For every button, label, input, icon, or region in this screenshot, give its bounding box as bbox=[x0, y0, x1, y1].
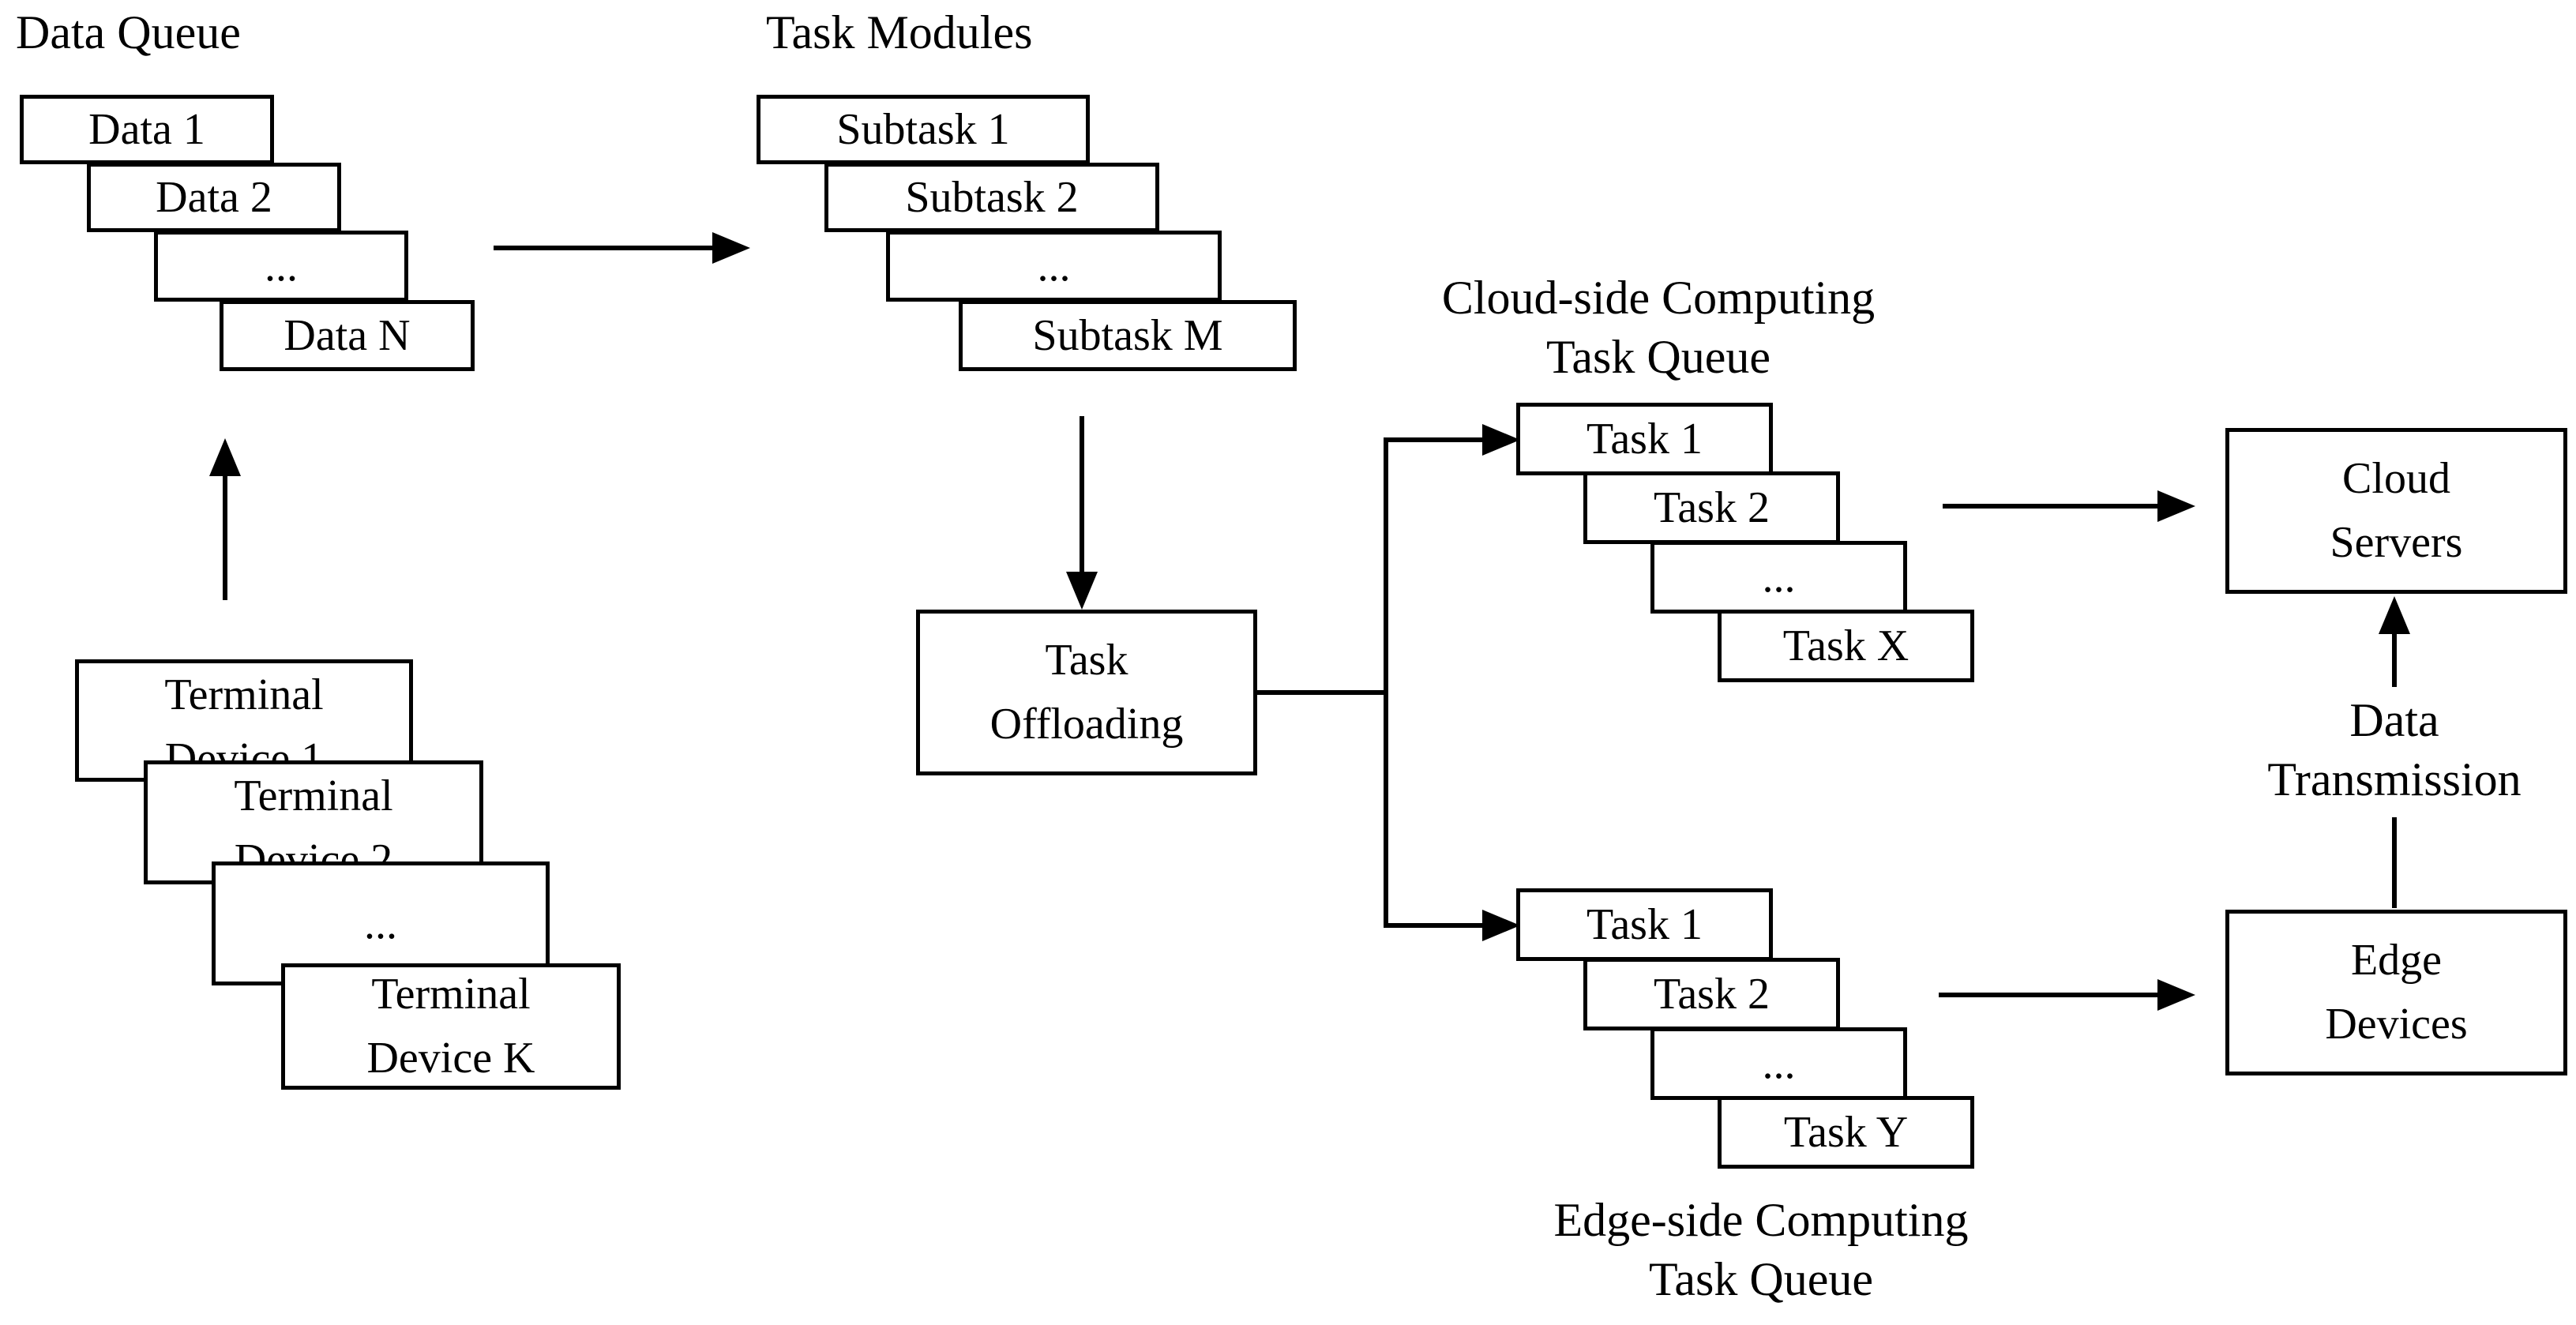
arrow-cloudqueue-to-servers bbox=[1943, 490, 2195, 522]
subtask-m: Subtask M bbox=[959, 300, 1297, 371]
arrow-edgequeue-to-devices bbox=[1939, 979, 2195, 1011]
cloud-task-x: Task X bbox=[1718, 610, 1974, 682]
edge-devices-box: Edge Devices bbox=[2225, 910, 2567, 1075]
arrow-tasks-to-offloading bbox=[1066, 416, 1098, 610]
task-offloading-box: Task Offloading bbox=[916, 610, 1257, 775]
cloud-task-1: Task 1 bbox=[1516, 403, 1773, 475]
edge-task-1: Task 1 bbox=[1516, 888, 1773, 961]
arrow-offloading-branch bbox=[1256, 424, 1520, 941]
terminal-device-k: Terminal Device K bbox=[281, 963, 621, 1090]
cloud-queue-title: Cloud-side Computing Task Queue bbox=[1441, 272, 1876, 383]
terminal-device-ellipsis: ... bbox=[212, 861, 550, 985]
subtask-ellipsis: ... bbox=[886, 231, 1222, 302]
data-item-n: Data N bbox=[220, 300, 475, 371]
edge-task-ellipsis: ... bbox=[1650, 1027, 1907, 1100]
cloud-servers-box: Cloud Servers bbox=[2225, 428, 2567, 594]
data-item-1: Data 1 bbox=[20, 95, 274, 164]
subtask-2: Subtask 2 bbox=[824, 163, 1159, 232]
data-transmission-label: Data Transmission bbox=[2267, 694, 2522, 805]
subtask-1: Subtask 1 bbox=[757, 95, 1090, 164]
data-queue-title: Data Queue bbox=[16, 6, 241, 58]
cloud-task-2: Task 2 bbox=[1583, 471, 1840, 544]
arrow-terminals-to-data bbox=[209, 438, 241, 600]
edge-task-y: Task Y bbox=[1718, 1096, 1974, 1169]
arrow-data-to-tasks bbox=[494, 232, 750, 264]
cloud-task-ellipsis: ... bbox=[1650, 541, 1907, 614]
edge-queue-title: Edge-side Computing Task Queue bbox=[1553, 1194, 1969, 1305]
edge-task-2: Task 2 bbox=[1583, 958, 1840, 1030]
data-item-2: Data 2 bbox=[87, 163, 341, 232]
data-item-ellipsis: ... bbox=[154, 231, 408, 302]
task-modules-title: Task Modules bbox=[766, 6, 1033, 58]
